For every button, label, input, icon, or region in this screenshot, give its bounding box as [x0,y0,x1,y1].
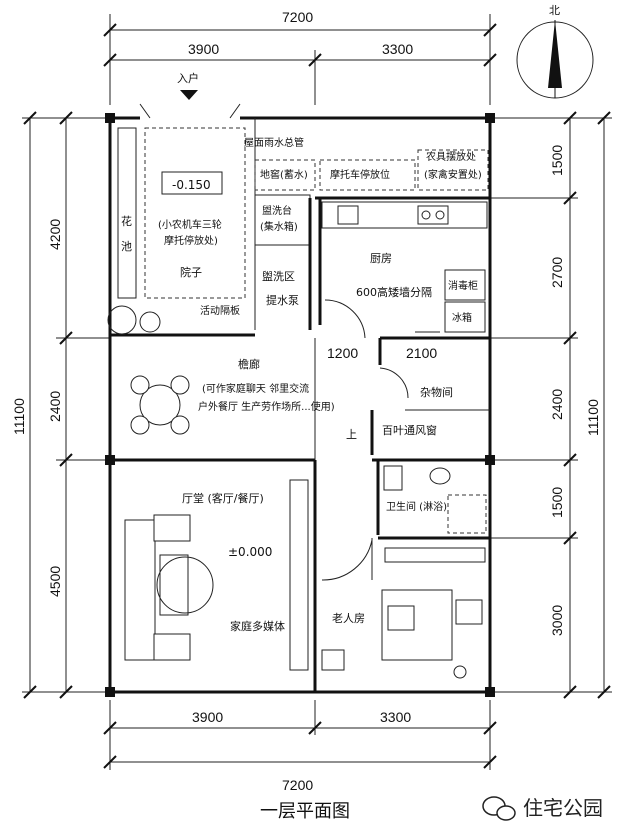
movable-panel-label: 活动隔板 [200,304,240,317]
floor-level: ±0.000 [228,545,272,559]
dimension-top: 7200 3900 3300 [103,9,497,105]
bath-label: 卫生间 (淋浴) [386,500,447,513]
dim-left-b: 2400 [47,391,63,422]
media-label: 家庭多媒体 [230,619,285,633]
dim-right-a: 1500 [549,145,565,176]
drain-pipe-label: 屋面雨水总管 [244,136,304,149]
courtyard-label: 院子 [180,265,202,279]
partition-label: 600高矮墙分隔 [356,285,432,299]
hall-room: 厅堂 (客厅/餐厅) ±0.000 家庭多媒体 [110,338,317,692]
louver-label: 百叶通风窗 [382,423,437,437]
courtyard-note-2: 摩托停放处) [164,234,218,247]
bathroom-room: 卫生间 (淋浴) [372,458,490,540]
dim-top-total: 7200 [282,9,313,25]
flower-bed-label-1: 花 [121,215,132,228]
tool-label-1: 农具摆放处 [426,150,476,163]
porch-label: 檐廊 [238,357,260,371]
entrance-marker: 入户 [139,71,241,119]
wash-label-2: (集水箱) [260,220,298,233]
motorbike-label: 摩托车停放位 [330,168,390,181]
dim-top-right: 3300 [382,41,413,57]
porch-note-1: (可作家庭聊天 邻里交流 [202,382,309,395]
dim-left-a: 4200 [47,219,63,250]
dim-bottom-left: 3900 [192,709,223,725]
kitchen-room: 厨房 600高矮墙分隔 消毒柜 冰箱 [315,196,490,340]
watermark: 住宅公园 [523,796,603,820]
dimension-left: 11100 4200 2400 4500 [11,111,110,699]
flower-bed-label-2: 池 [121,240,132,253]
hall-label: 厅堂 (客厅/餐厅) [182,491,264,505]
dim-top-left: 3900 [188,41,219,57]
dim-right-c: 2400 [549,389,565,420]
wash-zone-label: 盥洗区 [262,270,295,283]
up-label: 上 [346,428,357,441]
service-strip: 屋面雨水总管 地窖(蓄水) 摩托车停放位 农具摆放处 (家禽安置处) [244,136,489,191]
elder-room: 老人房 [321,538,486,679]
wash-area: 盥洗台 (集水箱) 盥洗区 提水泵 [254,194,312,330]
dim-mid-a: 1200 [327,345,358,361]
cellar-label: 地窖(蓄水) [260,168,308,181]
dim-mid-b: 2100 [406,345,437,361]
disinfect-label: 消毒柜 [448,279,478,292]
pump-label: 提水泵 [266,294,299,307]
fridge-label: 冰箱 [452,311,472,324]
storage-room: 杂物间 上 百叶通风窗 [346,338,490,455]
dim-bottom-right: 3300 [380,709,411,725]
dim-bottom-total: 7200 [282,777,313,793]
dim-left-c: 4500 [47,566,63,597]
storage-label: 杂物间 [420,385,453,399]
courtyard-note-1: (小农机车三轮 [158,218,222,231]
plan-title: 一层平面图 [260,801,350,822]
dim-right-d: 1500 [549,487,565,518]
courtyard-level: -0.150 [172,178,211,192]
dimension-right: 1500 2700 2400 1500 3000 11100 [490,111,612,699]
elder-label: 老人房 [332,612,365,625]
tool-label-2: (家禽安置处) [424,168,482,181]
north-label: 北 [549,4,560,17]
porch-note-2: 户外餐厅 生产劳作场所...使用) [198,400,335,413]
dim-right-total: 11100 [585,399,601,436]
exterior-walls [105,113,495,697]
dim-right-e: 3000 [549,605,565,636]
dimension-bottom: 3900 3300 7200 [103,700,497,793]
north-arrow: 北 [516,4,594,99]
dim-left-total: 11100 [11,398,27,435]
dim-right-b: 2700 [549,257,565,288]
wechat-icon [482,796,516,821]
courtyard-area: -0.150 (小农机车三轮 摩托停放处) 院子 花 池 活动隔板 [107,118,256,337]
porch-area: 檐廊 (可作家庭聊天 邻里交流 户外餐厅 生产劳作场所...使用) 1200 2… [130,345,437,435]
entrance-label: 入户 [177,71,199,85]
kitchen-label: 厨房 [370,252,392,265]
wash-label-1: 盥洗台 [262,204,292,217]
